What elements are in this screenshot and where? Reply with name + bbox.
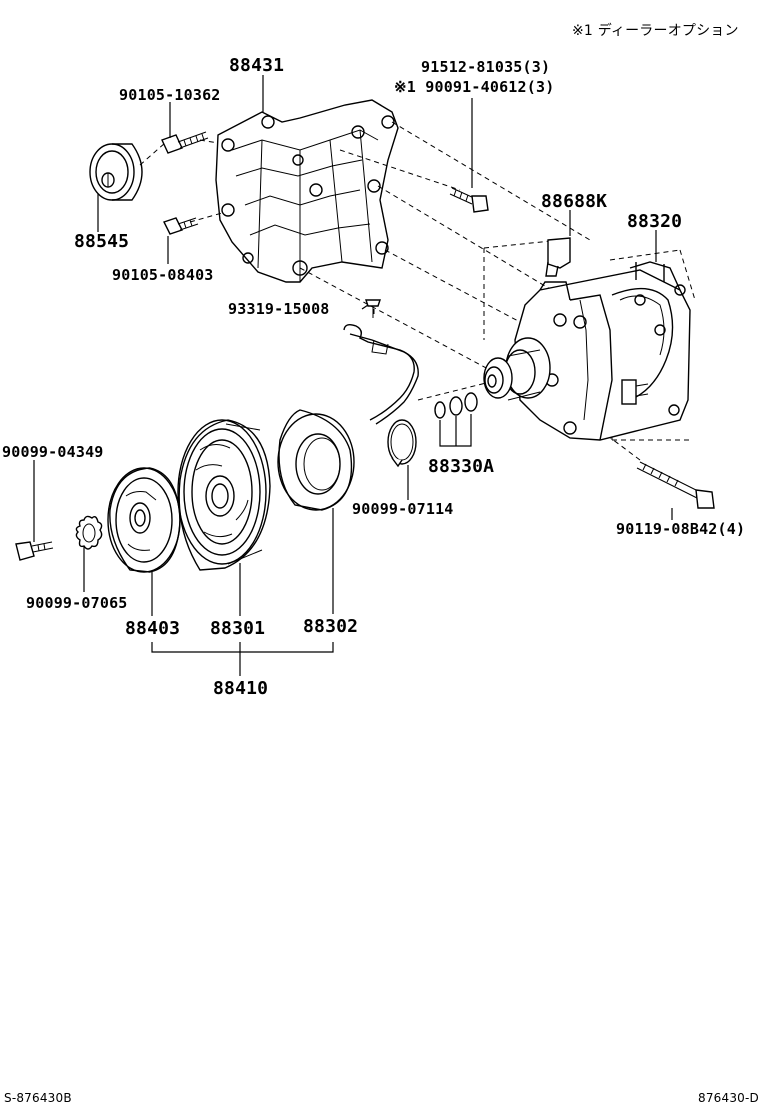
field-coil — [277, 409, 355, 511]
part-label-88302[interactable]: 88302 — [303, 616, 359, 637]
part-label-88320[interactable]: 88320 — [627, 211, 683, 232]
pressure-plate — [107, 467, 181, 573]
leader-lines — [33, 75, 673, 676]
bolt-90119-shape — [636, 461, 715, 509]
snap-ring-90099-07114 — [387, 419, 417, 468]
bracket-88688k — [545, 237, 571, 277]
part-label-90099-07114[interactable]: 90099-07114 — [352, 500, 454, 518]
compressor-bracket — [215, 99, 399, 283]
footer-figure-code: S-876430B — [4, 1091, 72, 1105]
shims-88330a — [434, 392, 478, 419]
part-label-90119-08b42[interactable]: 90119-08B42(4) — [616, 520, 746, 538]
dealer-option-note: ※1 ディーラーオプション — [572, 23, 739, 39]
part-label-90105-08403[interactable]: 90105-08403 — [112, 266, 214, 284]
part-label-93319-15008[interactable]: 93319-15008 — [228, 300, 330, 318]
bolt-90099-04349-shape — [15, 541, 54, 561]
bolt-91512-shape — [449, 187, 489, 213]
washer-90099-07065 — [75, 515, 103, 550]
footer-page-code: 876430-D — [698, 1091, 759, 1105]
idler-pulley — [89, 143, 143, 201]
compressor-body — [483, 261, 691, 441]
part-label-88545[interactable]: 88545 — [74, 231, 130, 252]
wire-harness — [343, 323, 419, 425]
part-label-88410[interactable]: 88410 — [213, 678, 269, 699]
part-label-88301[interactable]: 88301 — [210, 618, 266, 639]
bolt-90105-10362-shape — [161, 131, 209, 154]
compressor-pulley — [177, 419, 271, 571]
part-label-90105-10362[interactable]: 90105-10362 — [119, 86, 221, 104]
part-label-88431[interactable]: 88431 — [229, 55, 285, 76]
part-label-88330a[interactable]: 88330A — [428, 456, 495, 477]
part-label-90091-40612[interactable]: ※1 90091-40612(3) — [394, 78, 555, 96]
part-label-90099-07065[interactable]: 90099-07065 — [26, 594, 128, 612]
screw-93319-shape — [365, 299, 381, 318]
part-label-88403[interactable]: 88403 — [125, 618, 181, 639]
part-label-90099-04349[interactable]: 90099-04349 — [2, 443, 104, 461]
part-label-91512-81035[interactable]: 91512-81035(3) — [421, 58, 551, 76]
part-label-88688k[interactable]: 88688K — [541, 191, 608, 212]
bolt-90105-08403-shape — [163, 217, 199, 235]
